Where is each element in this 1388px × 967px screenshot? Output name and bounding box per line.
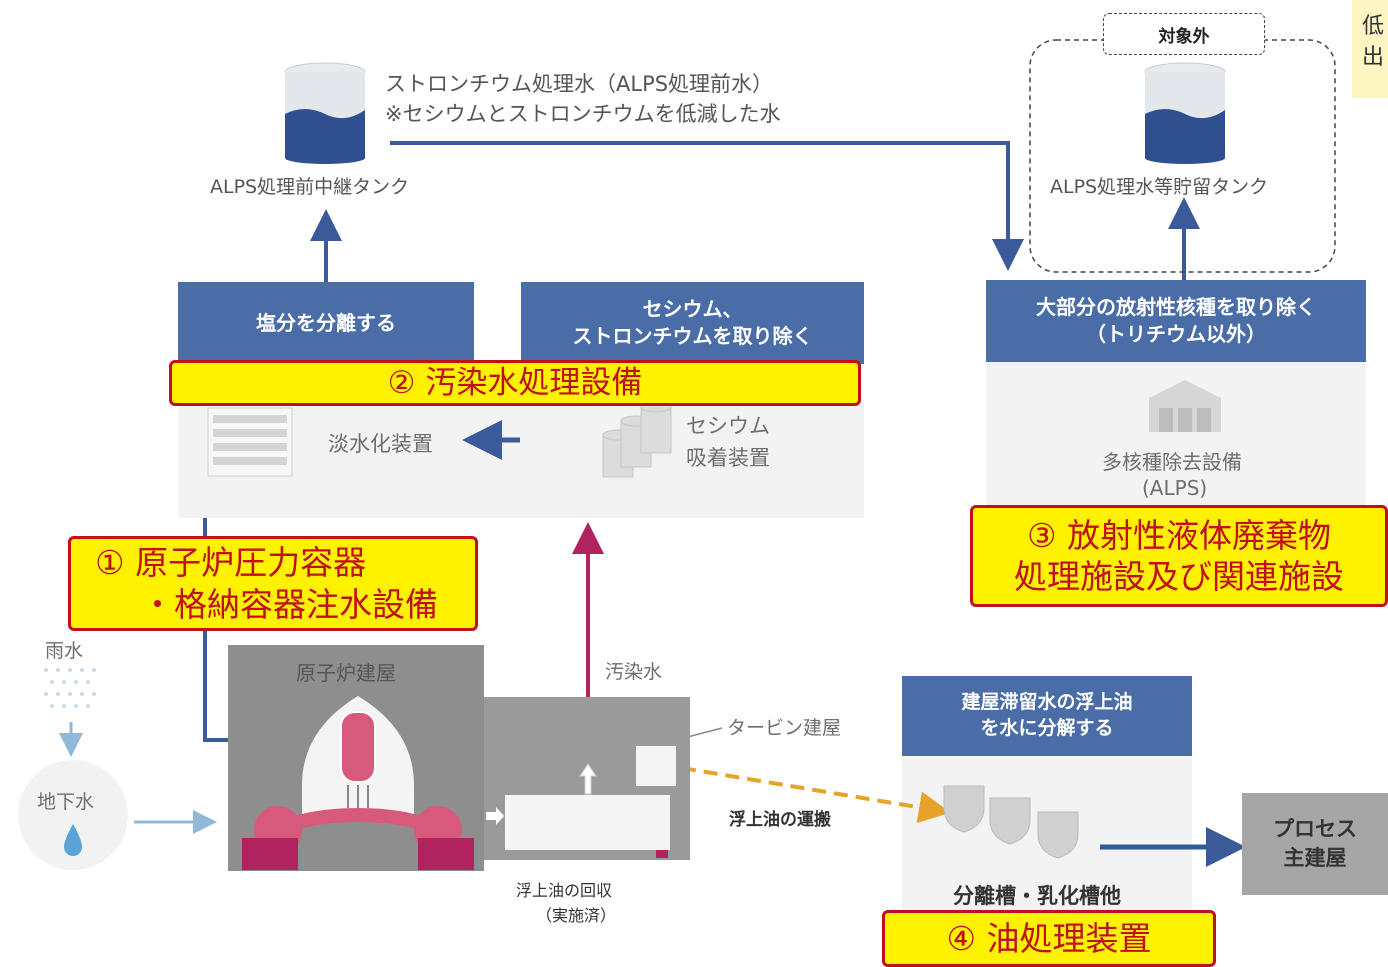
callout-injection-line2: ・格納容器注水設備 xyxy=(141,584,438,624)
callout-oil-treatment: ④ 油処理装置 xyxy=(882,910,1216,967)
turbine-red-marker xyxy=(656,850,668,858)
callout-oil-treatment-text: ④ 油処理装置 xyxy=(946,918,1152,958)
desalination-icon xyxy=(207,407,293,477)
process-building-line1: プロセス xyxy=(1273,816,1357,841)
reactor-building-label: 原子炉建屋 xyxy=(296,661,396,685)
callout-water-treatment-text: ② 汚染水処理設備 xyxy=(387,364,643,401)
corner-note-line1: 低 xyxy=(1362,14,1385,39)
turbine-equipment xyxy=(636,746,676,786)
salt-separation-text: 塩分を分離する xyxy=(256,310,396,335)
corner-note-line2: 出 xyxy=(1362,44,1385,70)
callout-injection-equipment: ① 原子炉圧力容器 ・格納容器注水設備 xyxy=(68,536,478,631)
callout-injection-line1: ① 原子炉圧力容器 xyxy=(95,543,367,583)
oil-recovery-line2: （実施済） xyxy=(536,906,617,925)
groundwater-label: 地下水 xyxy=(37,791,95,813)
storage-tank-label: ALPS処理水等貯留タンク xyxy=(1050,176,1269,198)
turbine-up-arrow xyxy=(579,763,597,795)
callout-liquid-waste: ③ 放射性液体廃棄物 処理施設及び関連施設 xyxy=(970,505,1388,607)
alps-removal-line1: 大部分の放射性核種を取り除く xyxy=(1036,295,1316,319)
cesium-adsorption-line1: セシウム xyxy=(686,414,770,438)
process-building-box: プロセス 主建屋 xyxy=(1242,793,1388,895)
callout-liquid-waste-line1: ③ 放射性液体廃棄物 xyxy=(1026,515,1332,555)
desalination-label: 淡水化装置 xyxy=(328,432,433,456)
salt-separation-box: 塩分を分離する xyxy=(178,282,474,364)
turbine-interior xyxy=(505,795,670,850)
callout-liquid-waste-line2: 処理施設及び関連施設 xyxy=(1014,557,1344,596)
turbine-building-label: タービン建屋 xyxy=(727,717,842,739)
arrow-oil-transport xyxy=(681,766,951,824)
relay-tank-label: ALPS処理前中継タンク xyxy=(210,176,410,198)
oil-recovery-line1: 浮上油の回収 xyxy=(516,881,613,900)
strontium-water-note: ※セシウムとストロンチウムを低減した水 xyxy=(385,102,781,126)
strontium-water-title: ストロンチウム処理水（ALPS処理前水） xyxy=(385,72,774,96)
alps-facility-line2: (ALPS) xyxy=(1142,476,1208,500)
out-of-scope-tag: 対象外 xyxy=(1103,13,1265,55)
alps-removal-line2: （トリチウム以外） xyxy=(1086,322,1266,346)
alps-facility-line1: 多核種除去設備 xyxy=(1102,450,1242,474)
cesium-adsorption-icon xyxy=(602,401,672,478)
cesium-adsorption-line2: 吸着装置 xyxy=(686,446,770,470)
storage-tank-icon xyxy=(1144,62,1226,164)
oil-decompose-box: 建屋滞留水の浮上油 を水に分解する xyxy=(902,676,1192,756)
callout-water-treatment: ② 汚染水処理設備 xyxy=(169,360,861,406)
water-drop-icon xyxy=(64,824,82,856)
separation-tank-label: 分離槽・乳化槽他 xyxy=(953,884,1121,908)
separation-tanks-icon xyxy=(943,785,1079,859)
cesium-removal-line1: セシウム、 xyxy=(642,297,743,321)
alps-removal-box: 大部分の放射性核種を取り除く （トリチウム以外） xyxy=(986,280,1366,362)
contaminated-water-label: 汚染水 xyxy=(605,661,663,683)
cesium-removal-line2: ストロンチウムを取り除く xyxy=(572,324,813,348)
rain-icon xyxy=(44,668,96,708)
rain-label: 雨水 xyxy=(45,640,84,662)
alps-facility-icon xyxy=(1149,380,1221,432)
process-building-line2: 主建屋 xyxy=(1283,846,1347,870)
corner-note: 低 出 xyxy=(1352,0,1388,98)
oil-decompose-line1: 建屋滞留水の浮上油 xyxy=(961,691,1133,714)
relay-tank-icon xyxy=(284,62,366,164)
oil-transport-label: 浮上油の運搬 xyxy=(729,810,831,830)
oil-decompose-line2: を水に分解する xyxy=(980,717,1114,739)
turbine-side-arrow xyxy=(486,807,504,825)
cesium-removal-box: セシウム、 ストロンチウムを取り除く xyxy=(521,282,864,364)
out-of-scope-text: 対象外 xyxy=(1158,26,1210,47)
reactor-vessel-icon xyxy=(242,696,474,870)
arrow-relay-to-alps xyxy=(390,141,1024,271)
